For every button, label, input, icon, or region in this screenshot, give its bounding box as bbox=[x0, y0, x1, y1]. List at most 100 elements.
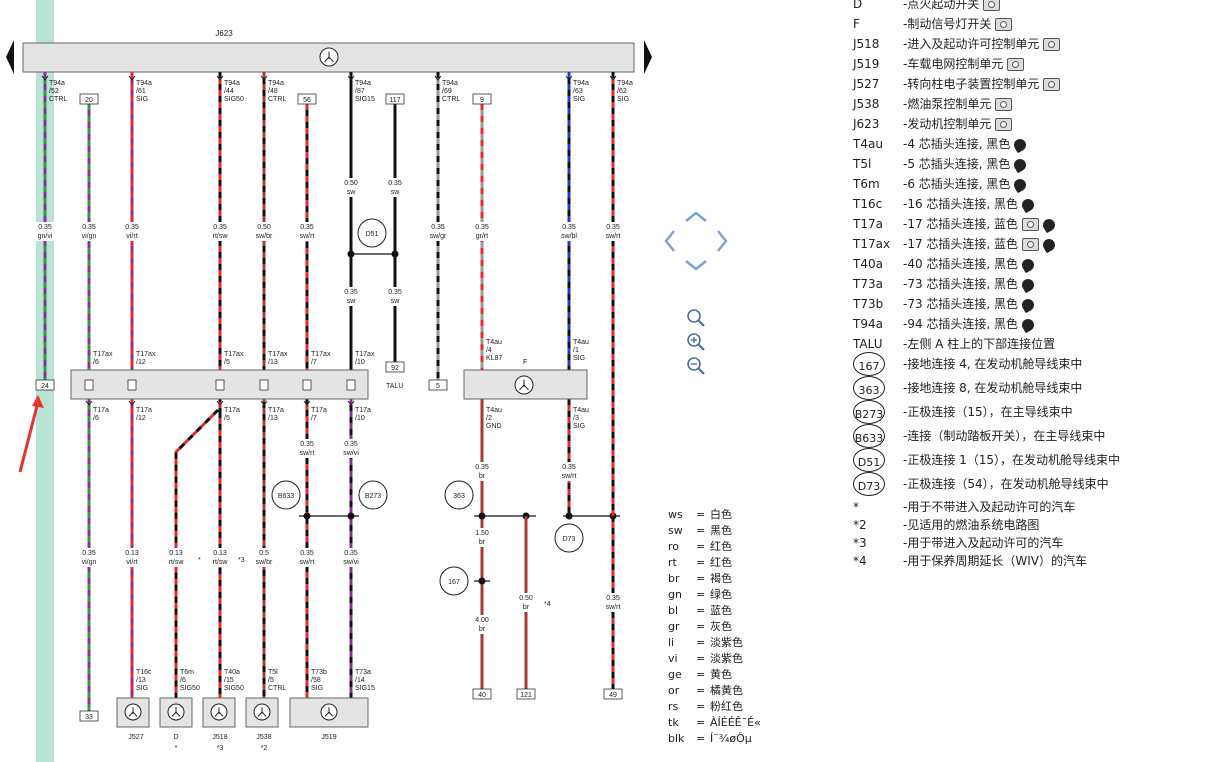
scroll-right-arrow[interactable] bbox=[644, 40, 652, 74]
wire-label-bg bbox=[76, 222, 102, 241]
scroll-left-arrow[interactable] bbox=[6, 40, 14, 74]
pointer-arrow-icon bbox=[32, 395, 44, 408]
zoom-reset-icon[interactable] bbox=[687, 309, 705, 327]
legend-desc-text: -73 芯插头连接, 黑色 bbox=[903, 277, 1019, 291]
bottom-pin: /58 bbox=[311, 677, 321, 684]
color-code-eq: = bbox=[696, 668, 706, 681]
wire-color: sw/br bbox=[256, 559, 273, 566]
t17ax-pin: /6 bbox=[93, 359, 99, 366]
legend-code: B273 bbox=[853, 400, 885, 424]
legend-desc: -连接（制动踏板开关），在主导线束中 bbox=[903, 426, 1105, 446]
pin-connector: T94a bbox=[136, 80, 152, 87]
wire-label-bg bbox=[294, 439, 320, 458]
color-code-eq: = bbox=[696, 508, 706, 521]
color-code-code: ws bbox=[668, 508, 683, 521]
pan-left-icon[interactable] bbox=[664, 230, 675, 252]
wire-number-box bbox=[516, 688, 536, 700]
plug-icon bbox=[1012, 156, 1029, 173]
plug-icon bbox=[1040, 216, 1058, 233]
zoom-in-icon[interactable] bbox=[687, 333, 705, 351]
camera-icon[interactable] bbox=[995, 18, 1013, 31]
note-mark: * bbox=[198, 557, 201, 564]
color-code-code: or bbox=[668, 684, 680, 697]
plug-icon bbox=[1019, 296, 1037, 313]
t17a-connector: T17a bbox=[311, 407, 327, 414]
legend-code: D51 bbox=[853, 448, 885, 472]
camera-icon[interactable] bbox=[983, 0, 1001, 11]
camera-icon[interactable] bbox=[1022, 238, 1040, 251]
connection-label: B633 bbox=[278, 493, 294, 500]
t4au-pin: /4 bbox=[486, 347, 492, 354]
t17a-connector: T17a bbox=[268, 407, 284, 414]
pin-connector: T94a bbox=[268, 80, 284, 87]
t17a-pin: /12 bbox=[136, 415, 146, 422]
camera-icon[interactable] bbox=[1043, 38, 1061, 51]
pin-connector: T94a bbox=[355, 80, 371, 87]
camera-icon[interactable] bbox=[1007, 58, 1025, 71]
legend-row: D51-正极连接 1（15），在发动机舱导线束中 bbox=[853, 448, 1193, 474]
wire-color: br bbox=[479, 626, 486, 633]
wire-number-box bbox=[428, 379, 448, 391]
camera-icon[interactable] bbox=[995, 118, 1013, 131]
legend-desc-text: -正极连接（15），在主导线束中 bbox=[903, 405, 1073, 419]
color-code-row: gn=绿色 bbox=[668, 587, 761, 603]
bottom-pin: /13 bbox=[136, 677, 146, 684]
pan-right-icon[interactable] bbox=[717, 230, 728, 252]
wire-color: sw/rt bbox=[562, 473, 577, 480]
camera-icon[interactable] bbox=[995, 98, 1013, 111]
legend-code: T17a bbox=[853, 217, 883, 231]
bottom-pin: /15 bbox=[224, 677, 234, 684]
wire-color: vi/rt bbox=[126, 559, 137, 566]
t17a-connector: T17a bbox=[224, 407, 240, 414]
legend-desc-text: -燃油泵控制单元 bbox=[903, 97, 992, 111]
legend-code: J518 bbox=[853, 37, 880, 51]
wire-number: 56 bbox=[303, 97, 311, 104]
ground-symbol-icon bbox=[124, 703, 142, 721]
legend-desc-text: -见适用的燃油系统电路图 bbox=[903, 518, 1040, 532]
legend-row: D73-正极连接（54），在发动机舱导线束中 bbox=[853, 472, 1193, 498]
pan-down-icon[interactable] bbox=[685, 260, 707, 271]
pan-up-icon[interactable] bbox=[685, 211, 707, 222]
legend-code: T17ax bbox=[853, 237, 891, 251]
ground-symbol-arms bbox=[214, 711, 224, 717]
pin-signal: CTRL bbox=[49, 96, 67, 103]
legend-row: *4-用于保养周期延长（WIV）的汽车 bbox=[853, 552, 1193, 570]
legend-row: J623-发动机控制单元 bbox=[853, 114, 1193, 134]
pin-signal: CTRL bbox=[268, 96, 286, 103]
camera-icon[interactable] bbox=[1022, 218, 1040, 231]
pin-number: /87 bbox=[355, 88, 365, 95]
color-code-row: gr=灰色 bbox=[668, 619, 761, 635]
bottom-pin: /6 bbox=[180, 677, 186, 684]
pin-arrow-icon bbox=[260, 75, 268, 81]
wire-label-bg bbox=[338, 287, 364, 306]
wire-size: 0.35 bbox=[300, 441, 314, 448]
pin-number: /44 bbox=[224, 88, 234, 95]
legend-desc-text: -17 芯插头连接, 蓝色 bbox=[903, 217, 1019, 231]
wire-color: sw bbox=[347, 189, 357, 196]
t4au-signal: KL87 bbox=[486, 355, 502, 362]
wire-color: sw/gr bbox=[430, 233, 447, 240]
legend-code: *4 bbox=[853, 554, 867, 568]
wire-label-bg bbox=[163, 548, 189, 567]
wire-size: 0.35 bbox=[300, 550, 314, 557]
wire-label-bg bbox=[469, 462, 495, 481]
camera-icon[interactable] bbox=[1043, 78, 1061, 91]
legend-code: B633 bbox=[853, 424, 885, 448]
t17ax-connector: T17ax bbox=[355, 351, 375, 358]
wire-label-bg bbox=[382, 287, 408, 306]
pin-socket-icon bbox=[127, 379, 137, 391]
wire-color: vi/gn bbox=[82, 559, 97, 566]
splice-dot bbox=[565, 512, 573, 520]
legend-code: T94a bbox=[853, 317, 883, 331]
zoom-out-icon[interactable] bbox=[687, 357, 705, 375]
wire-color: br bbox=[523, 604, 530, 611]
pin-connector: T94a bbox=[573, 80, 589, 87]
bottom-connector: T40a bbox=[224, 669, 240, 676]
legend-desc: -车载电网控制单元 bbox=[903, 54, 1025, 74]
wire-number: 92 bbox=[391, 365, 399, 372]
ground-symbol-icon bbox=[319, 47, 339, 67]
legend-desc: -73 芯插头连接, 黑色 bbox=[903, 274, 1037, 294]
wire-label-bg bbox=[513, 593, 539, 612]
legend-desc-text: -17 芯插头连接, 蓝色 bbox=[903, 237, 1019, 251]
connection-label: D73 bbox=[563, 536, 576, 543]
